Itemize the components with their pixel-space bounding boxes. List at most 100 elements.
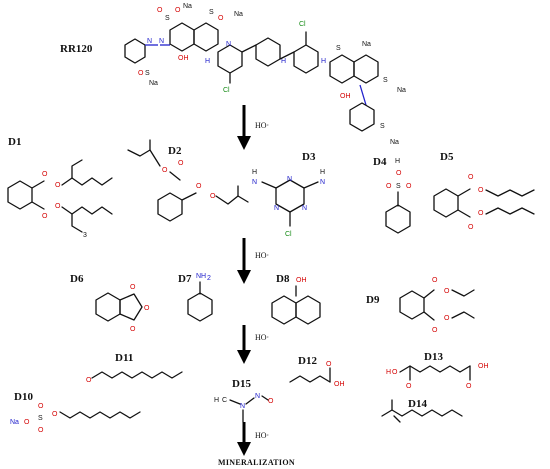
d15-o: O: [268, 398, 274, 405]
arrow-3-head: [237, 350, 251, 364]
d7-nh2: NH: [196, 273, 206, 280]
d1-structure: D1 O O O O 3: [7, 136, 113, 239]
d9-structure: D9 O O O O: [366, 277, 475, 334]
d13-oh: OH: [478, 363, 489, 370]
d1-o2: O: [55, 182, 61, 189]
d10-na: Na: [10, 419, 19, 426]
d4-o3: O: [406, 183, 412, 190]
d7-structure: D7 NH 2: [178, 273, 213, 322]
d2-o1: O: [162, 167, 168, 174]
d4-structure: D4 H O O S O: [373, 156, 412, 234]
d7-sub2: 2: [207, 275, 211, 282]
so3-s-3: S: [145, 70, 150, 77]
d3-n1: N: [287, 176, 292, 183]
so3-na-3: Na: [149, 80, 158, 87]
oh-1: OH: [178, 55, 189, 62]
rr120-structure: RR120 N N O S O Na S O Na OH O S Na H N …: [60, 3, 406, 146]
d3-label: D3: [302, 151, 316, 163]
nh-3: H: [321, 58, 326, 65]
mineralization-label: MINERALIZATION: [218, 458, 295, 467]
d10-structure: D10 Na O O S O O: [10, 391, 141, 434]
so3-s-4: S: [336, 45, 341, 52]
d3-n2: N: [274, 205, 279, 212]
d10-o4: O: [52, 411, 58, 418]
arrow-2-head: [237, 270, 251, 284]
d3-structure: D3 N N N N H N H Cl: [252, 151, 325, 238]
arrow-4-head: [237, 442, 251, 456]
so3-na-1: Na: [183, 3, 192, 10]
oh-2: OH: [340, 93, 351, 100]
d9-o4: O: [444, 315, 450, 322]
d10-label: D10: [14, 391, 33, 403]
reagent-4: HO·: [255, 431, 269, 440]
d1-o4: O: [55, 203, 61, 210]
d5-o2: O: [478, 187, 484, 194]
d15-n2: N: [255, 393, 260, 400]
reagent-2: HO·: [255, 251, 269, 260]
d11-o: O: [86, 377, 92, 384]
d6-o2: O: [144, 305, 150, 312]
so3-s-2: S: [209, 9, 214, 16]
d10-o3: O: [38, 427, 44, 434]
nh-1: H: [205, 58, 210, 65]
azo-n1: N: [147, 38, 152, 45]
arrow-1-head: [237, 136, 251, 150]
d14-label: D14: [408, 398, 427, 410]
azo-n2: N: [159, 38, 164, 45]
d4-label: D4: [373, 156, 387, 168]
reagent-1: HO·: [255, 121, 269, 130]
d2-o3: O: [196, 183, 202, 190]
d14-structure: D14: [381, 398, 463, 423]
so3-s-1: S: [165, 15, 170, 22]
d15-n1: N: [240, 403, 245, 410]
cl-2: Cl: [299, 21, 306, 28]
d13-o3: O: [466, 383, 472, 390]
so3-s-6: S: [380, 123, 385, 130]
d13-structure: D13 H O O O OH: [386, 351, 489, 390]
d6-label: D6: [70, 273, 84, 285]
so3-s-5: S: [383, 77, 388, 84]
d3-h-right: H: [320, 169, 325, 176]
d10-o2: O: [38, 403, 44, 410]
d2-structure: D2 O O O O: [127, 139, 249, 222]
d9-label: D9: [366, 294, 380, 306]
d3-cl: Cl: [285, 231, 292, 238]
so3-o-3: O: [218, 15, 224, 22]
so3-na-4: Na: [362, 41, 371, 48]
d13-ho: H: [386, 369, 391, 376]
d3-n3: N: [302, 205, 307, 212]
d5-structure: D5 O O O O: [433, 151, 535, 231]
so3-na-2: Na: [234, 11, 243, 18]
d4-h: H: [395, 158, 400, 165]
nh-2: H: [281, 58, 286, 65]
d10-o1: O: [24, 419, 30, 426]
so3-o-2: O: [175, 7, 181, 14]
d1-o1: O: [42, 171, 48, 178]
d5-o3: O: [468, 224, 474, 231]
d6-o3: O: [130, 326, 136, 333]
d6-structure: D6 O O O: [70, 273, 150, 333]
triazine1-n: N: [226, 41, 231, 48]
d9-o2: O: [444, 288, 450, 295]
d2-label: D2: [168, 145, 182, 157]
d15-c: C: [222, 397, 227, 404]
d3-h-left: H: [252, 169, 257, 176]
d9-o1: O: [432, 277, 438, 284]
so3-na-5: Na: [397, 87, 406, 94]
d9-o3: O: [432, 327, 438, 334]
d12-label: D12: [298, 355, 317, 367]
d1-sub3: 3: [83, 232, 87, 239]
d11-label: D11: [115, 352, 133, 364]
d4-s: S: [396, 183, 401, 190]
d10-s: S: [38, 415, 43, 422]
d12-oh: OH: [334, 381, 345, 388]
d12-o1: O: [326, 361, 332, 368]
d4-o2: O: [386, 183, 392, 190]
cl-1: Cl: [223, 87, 230, 94]
d12-structure: D12 O OH: [289, 355, 345, 388]
so3-o-1: O: [157, 7, 163, 14]
d13-label: D13: [424, 351, 443, 363]
d15-label: D15: [232, 378, 251, 390]
